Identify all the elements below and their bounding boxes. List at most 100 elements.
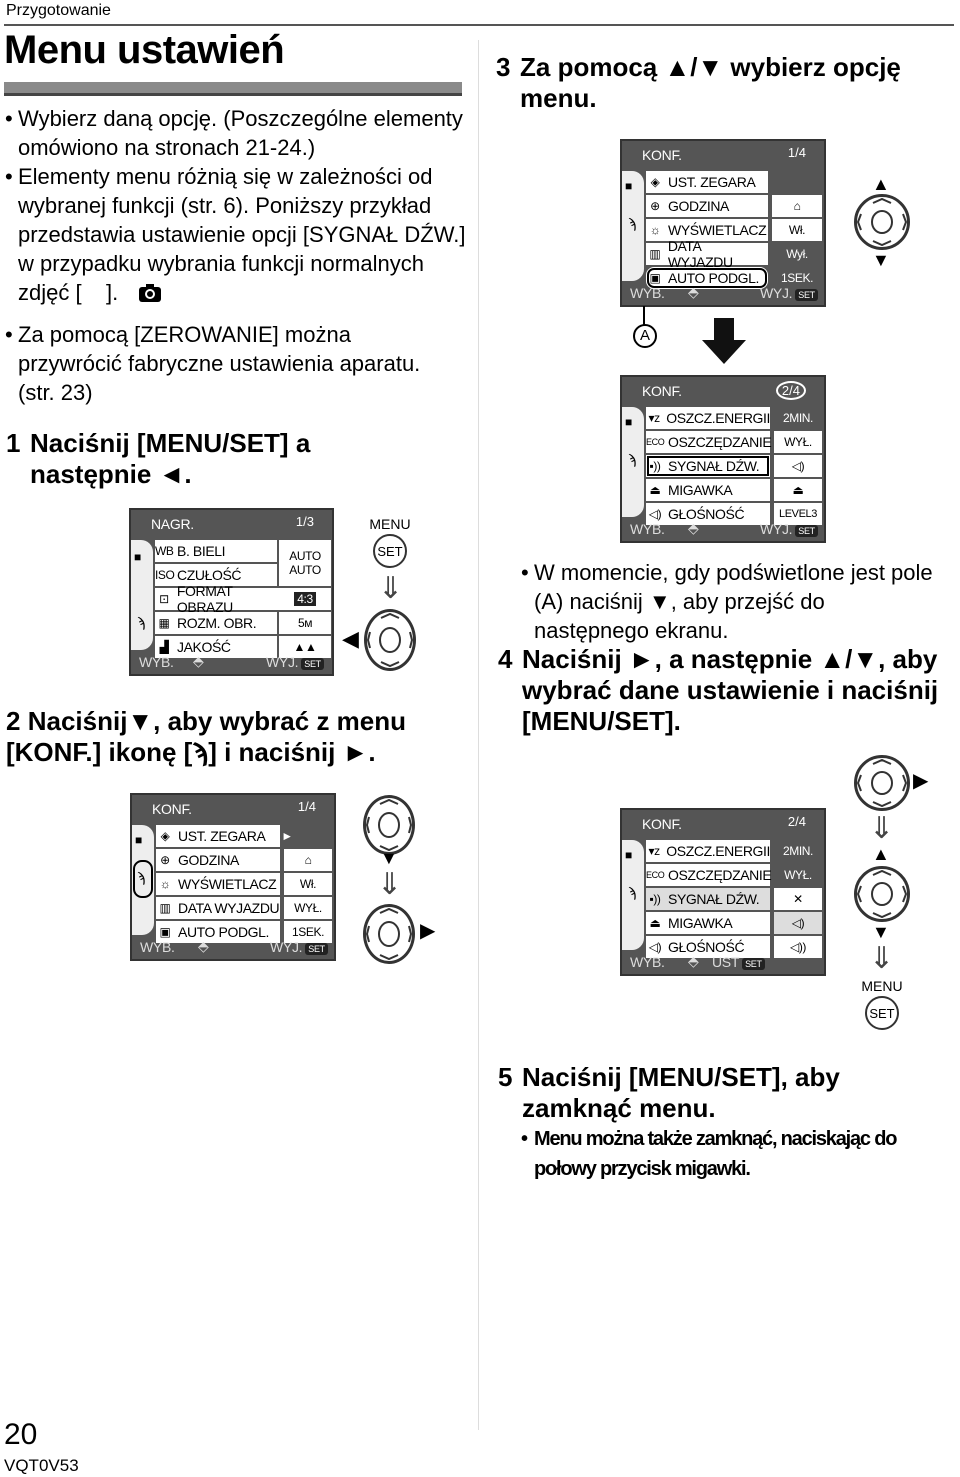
next-screen-arrow-icon (702, 318, 746, 369)
wrench-icon: ϡ (137, 614, 146, 630)
shutter-icon: ⏏ (649, 916, 661, 930)
iso-icon: ISO (155, 568, 175, 582)
screen-konf-1: KONF. 1/4 ■ ϡ ◈UST. ZEGARA ⊕GODZINA ☼WYŚ… (130, 793, 336, 961)
page-title: Menu ustawień (4, 28, 285, 72)
wrench-icon: ϡ (628, 215, 637, 231)
menu-set-button[interactable]: MENU SET (856, 978, 908, 1030)
volume-icon: ◁) (648, 507, 662, 521)
volume-icon: ◁) (648, 940, 662, 954)
step-2: 2 Naciśnij▼, aby wybrać z menu [KONF.] i… (6, 706, 407, 767)
intro-bullet-3: •Za pomocą [ZEROWANIE] można przywrócić … (5, 322, 421, 405)
up-triangle-icon: ▲ (872, 174, 890, 194)
doc-code: VQT0V53 (4, 1456, 79, 1475)
menu-row[interactable]: ▦ROZM. OBR. (155, 612, 277, 634)
camera-icon: ■ (135, 833, 143, 847)
brightness-icon: ☼ (649, 223, 661, 237)
screen-page: 1/3 (295, 514, 314, 529)
shutter-icon: ⏏ (649, 483, 661, 497)
suitcase-icon: ▥ (159, 901, 171, 915)
down-triangle-icon: ▼ (872, 922, 890, 942)
step-5-note: •Menu można także zamknąć, naciskając do… (521, 1128, 897, 1180)
up-triangle-icon: ▲ (872, 844, 890, 864)
power-save-icon: ▾z (648, 411, 661, 425)
control-pad[interactable] (363, 795, 415, 855)
label-a: A (633, 324, 657, 348)
footer-select: WYB. (139, 654, 174, 670)
quality-icon: ▟ (159, 640, 169, 654)
wrench-icon: ϡ (192, 737, 209, 767)
control-pad[interactable] (854, 866, 910, 922)
screen-konf-1-right: KONF. 1/4 ■ ϡ ◈UST. ZEGARA ⊕GODZINA ☼WYŚ… (620, 139, 826, 307)
wrench-icon: ϡ (132, 859, 154, 899)
arrow-down-icon: ⇓ (377, 868, 403, 901)
step-3-note: •W momencie, gdy podświetlone jest pole … (521, 560, 933, 643)
camera-icon: ■ (625, 848, 633, 862)
intro-bullet-1: •Wybierz daną opcję. (Poszczególne eleme… (5, 106, 463, 160)
column-divider (478, 40, 479, 1430)
control-pad[interactable] (364, 609, 416, 671)
screen-sidebar: ■ ϡ (131, 540, 153, 650)
updown-icon: ⬘ (688, 953, 699, 969)
control-pad[interactable] (854, 755, 910, 811)
review-icon: ▣ (649, 271, 661, 285)
eco-icon: ECO (646, 437, 665, 447)
camera-icon: ■ (625, 415, 633, 429)
aspect-icon: ⊡ (159, 592, 169, 606)
camera-icon (138, 281, 162, 310)
brightness-icon: ☼ (159, 877, 171, 891)
clock-icon: ◈ (650, 175, 660, 189)
menu-row[interactable]: ▟JAKOŚĆ (155, 636, 277, 658)
section-label: Przygotowanie (6, 2, 111, 19)
review-icon: ▣ (159, 925, 171, 939)
wb-icon: WB (155, 544, 174, 558)
footer-exit: WYJ.SET (266, 654, 324, 670)
updown-icon: ⬘ (198, 938, 209, 954)
intro-bullet-2: •Elementy menu różnią się w zależności o… (5, 162, 470, 310)
beep-icon: ▪)) (649, 459, 661, 473)
page-number: 20 (4, 1418, 38, 1451)
wrench-icon: ϡ (628, 451, 637, 467)
arrow-down-icon: ⇓ (869, 812, 895, 845)
control-pad[interactable] (854, 194, 910, 250)
menu-row-highlighted[interactable]: ▪))SYGNAŁ DŹW. (646, 455, 770, 477)
menu-row[interactable]: ⊡FORMAT OBRAZU (155, 583, 291, 615)
menu-set-button[interactable]: MENU SET (365, 516, 415, 568)
screen-title: NAGR. (151, 516, 194, 532)
suitcase-icon: ▥ (649, 247, 661, 261)
beep-icon: ▪)) (649, 892, 661, 906)
label-a-pointer (643, 306, 645, 326)
globe-icon: ⊕ (160, 853, 170, 867)
updown-icon: ⬘ (688, 520, 699, 536)
control-pad[interactable] (363, 904, 415, 964)
wrench-icon: ϡ (628, 884, 637, 900)
mute-option[interactable]: ✕ (774, 888, 822, 910)
menu-row-highlighted[interactable]: ▣AUTO PODGL. (646, 267, 768, 289)
globe-icon: ⊕ (650, 199, 660, 213)
title-bar (4, 82, 462, 96)
size-icon: ▦ (158, 616, 170, 630)
beep-high-option[interactable]: ◁)) (774, 936, 822, 958)
left-triangle-icon: ◀ (342, 626, 359, 651)
right-triangle-icon: ▶ (913, 770, 929, 792)
arrow-down-icon: ⇓ (869, 942, 895, 975)
arrow-down-icon: ⇓ (378, 572, 404, 605)
updown-icon: ⬘ (193, 653, 204, 669)
down-triangle-icon: ▼ (380, 848, 398, 868)
down-triangle-icon: ▼ (872, 250, 890, 270)
header-divider (4, 24, 954, 26)
beep-low-option[interactable]: ◁) (774, 912, 822, 934)
eco-icon: ECO (646, 870, 665, 880)
camera-icon: ■ (134, 550, 142, 564)
clock-icon: ◈ (160, 829, 170, 843)
camera-icon: ■ (625, 179, 633, 193)
